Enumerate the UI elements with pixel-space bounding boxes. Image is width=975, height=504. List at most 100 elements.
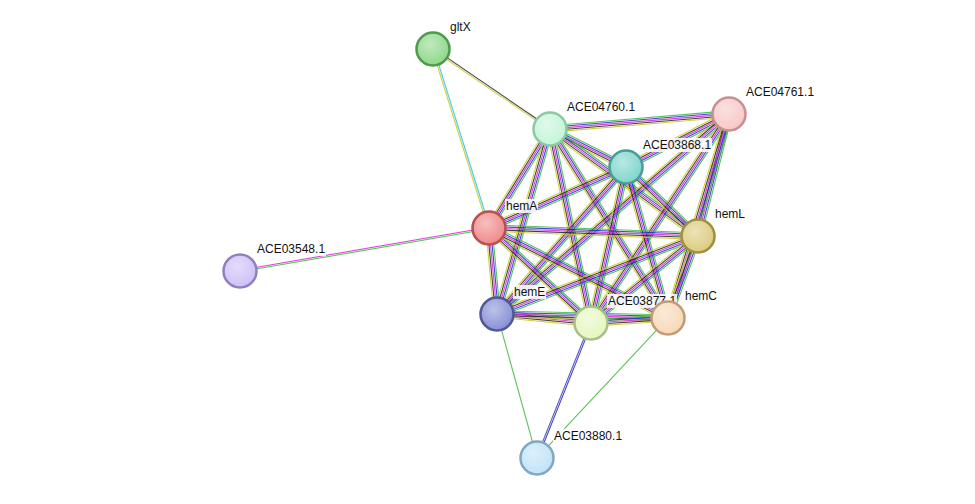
evidence-line <box>495 141 539 213</box>
protein-node: hemC <box>650 300 686 336</box>
node-label: ACE04761.1 <box>745 85 815 99</box>
interaction-edge <box>607 316 652 325</box>
evidence-line <box>601 128 721 310</box>
evidence-line <box>548 330 657 447</box>
node-shine <box>225 256 255 286</box>
node-shine <box>576 308 606 338</box>
evidence-line <box>638 178 687 225</box>
interaction-edge <box>566 112 714 131</box>
protein-node: hemL <box>680 218 716 254</box>
evidence-line <box>502 171 610 219</box>
node-disc <box>652 302 685 335</box>
node-label: gltX <box>449 20 472 34</box>
node-label: hemC <box>684 289 718 303</box>
evidence-line <box>504 145 548 299</box>
interaction-edge <box>437 64 485 213</box>
protein-node: ACE03880.1 <box>519 440 555 476</box>
evidence-line <box>497 143 541 215</box>
node-label: ACE03880.1 <box>553 429 623 443</box>
evidence-line <box>513 245 684 311</box>
evidence-line <box>505 229 682 236</box>
protein-node: gltX <box>415 31 451 67</box>
node-label: ACE03548.1 <box>256 242 326 256</box>
interaction-edge <box>511 239 684 311</box>
evidence-line <box>633 182 666 302</box>
node-circle <box>415 31 451 67</box>
evidence-line <box>501 329 532 442</box>
evidence-line <box>509 124 717 303</box>
node-label: hemE <box>513 285 546 299</box>
node-disc <box>610 151 643 184</box>
node-shine <box>474 213 504 243</box>
interaction-edge <box>502 171 612 225</box>
protein-node: ACE03548.1 <box>222 253 258 289</box>
node-disc <box>713 98 746 131</box>
node-shine <box>522 443 552 473</box>
node-circle <box>532 111 568 147</box>
node-circle <box>519 440 555 476</box>
interaction-edge <box>256 230 474 269</box>
protein-node: hemA <box>471 210 507 246</box>
interaction-edge <box>499 237 582 315</box>
evidence-line <box>629 183 662 303</box>
node-disc <box>481 298 514 331</box>
node-disc <box>473 212 506 245</box>
node-circle <box>471 210 507 246</box>
interaction-edge <box>446 57 537 120</box>
interaction-edge <box>591 182 625 308</box>
evidence-line <box>601 244 683 311</box>
node-circle <box>479 296 515 332</box>
node-shine <box>418 34 448 64</box>
evidence-line <box>447 57 538 119</box>
node-shine <box>482 299 512 329</box>
protein-node: ACE04760.1 <box>532 111 568 147</box>
evidence-line <box>512 243 683 309</box>
node-disc <box>575 307 608 340</box>
node-shine <box>611 152 641 182</box>
node-disc <box>224 255 257 288</box>
node-circle <box>650 300 686 336</box>
evidence-line <box>639 118 714 156</box>
node-label: hemA <box>505 199 538 213</box>
node-circle <box>573 305 609 341</box>
evidence-line <box>602 129 722 311</box>
node-circle <box>711 96 747 132</box>
node-shine <box>683 221 713 251</box>
node-shine <box>535 114 565 144</box>
evidence-line <box>640 176 689 223</box>
evidence-line <box>566 115 713 127</box>
evidence-line <box>496 142 540 214</box>
protein-node: ACE03877.1 <box>573 305 609 341</box>
interaction-edge <box>548 330 657 447</box>
node-shine <box>653 303 683 333</box>
evidence-line <box>503 172 611 220</box>
evidence-line <box>500 144 544 216</box>
node-shine <box>714 99 744 129</box>
evidence-line <box>487 244 492 298</box>
evidence-line <box>256 230 473 268</box>
node-label: hemL <box>714 207 746 221</box>
interaction-edge <box>542 338 586 444</box>
evidence-line <box>566 119 713 131</box>
evidence-line <box>439 64 485 212</box>
evidence-line <box>499 143 543 215</box>
node-disc <box>682 220 715 253</box>
protein-node: ACE03868.1 <box>608 149 644 185</box>
node-disc <box>534 113 567 146</box>
protein-node: hemE <box>479 296 515 332</box>
evidence-line <box>607 322 652 325</box>
evidence-line <box>639 120 714 158</box>
node-disc <box>521 442 554 475</box>
evidence-line <box>566 117 713 129</box>
interaction-edge <box>635 176 688 227</box>
evidence-line <box>505 232 682 239</box>
interaction-edge <box>505 225 682 238</box>
node-disc <box>417 33 450 66</box>
evidence-line <box>512 242 683 308</box>
evidence-line <box>542 338 584 443</box>
evidence-line <box>505 230 682 237</box>
evidence-line <box>437 65 483 213</box>
interaction-edge <box>501 329 532 442</box>
node-circle <box>222 253 258 289</box>
